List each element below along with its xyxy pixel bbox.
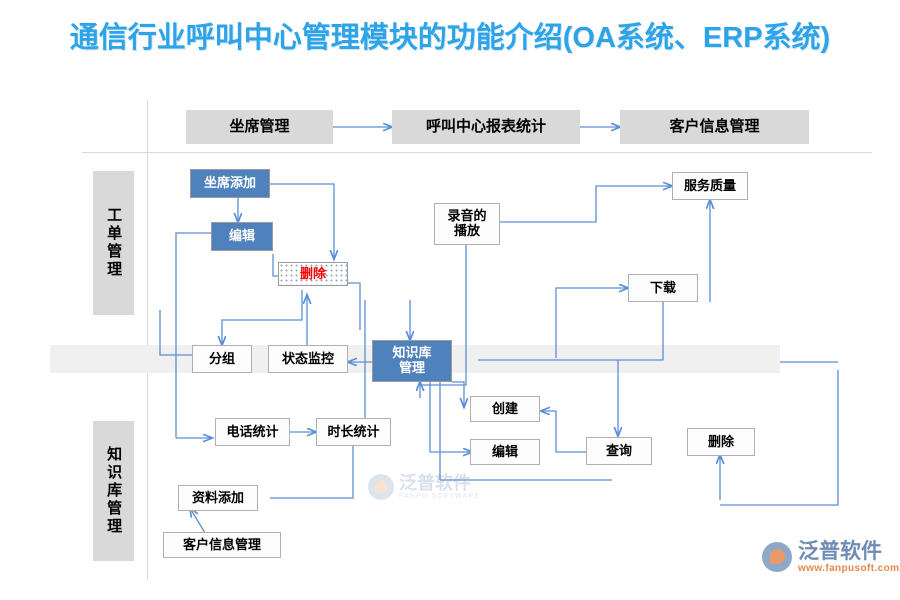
node-seat-delete[interactable]: 删除 bbox=[278, 262, 348, 286]
top-node-seat-management[interactable]: 坐席管理 bbox=[186, 110, 333, 144]
node-kb-edit[interactable]: 编辑 bbox=[470, 439, 540, 465]
node-kb-manage-line2: 管理 bbox=[398, 360, 425, 375]
top-node-callcenter-report[interactable]: 呼叫中心报表统计 bbox=[392, 110, 580, 144]
node-kb-manage[interactable]: 知识库 管理 bbox=[372, 340, 452, 382]
node-phone-stats[interactable]: 电话统计 bbox=[215, 418, 290, 446]
node-recording-playback[interactable]: 录音的 播放 bbox=[434, 203, 500, 245]
node-kb-manage-line1: 知识库 bbox=[392, 345, 432, 361]
sidebar-item-workorder[interactable]: 工单管理 bbox=[93, 171, 134, 315]
brand-logo: 泛普软件 www.fanpusoft.com bbox=[762, 540, 899, 574]
sidebar-item-knowledgebase[interactable]: 知识库管理 bbox=[93, 421, 134, 561]
node-group[interactable]: 分组 bbox=[192, 345, 252, 373]
divider-vertical-left bbox=[147, 100, 148, 580]
node-seat-add[interactable]: 坐席添加 bbox=[190, 169, 270, 198]
top-node-customer-info[interactable]: 客户信息管理 bbox=[620, 110, 809, 144]
brand-name: 泛普软件 bbox=[798, 540, 882, 563]
node-recording-playback-line2: 播放 bbox=[453, 223, 480, 238]
node-duration-stats[interactable]: 时长统计 bbox=[316, 418, 391, 446]
watermark-brand-en: FANPU SOFTWARE bbox=[399, 492, 481, 500]
node-service-quality[interactable]: 服务质量 bbox=[672, 172, 748, 200]
watermark-brand-cn: 泛普软件 bbox=[399, 472, 471, 493]
node-create[interactable]: 创建 bbox=[470, 396, 540, 422]
brand-logo-icon bbox=[762, 542, 792, 573]
watermark-logo-icon bbox=[368, 474, 394, 500]
brand-url: www.fanpusoft.com bbox=[798, 563, 900, 575]
node-kb-delete[interactable]: 删除 bbox=[687, 428, 755, 456]
divider-horizontal-top bbox=[82, 152, 872, 153]
node-recording-playback-line1: 录音的 bbox=[447, 208, 487, 224]
center-watermark: 泛普软件 FANPU SOFTWARE bbox=[368, 468, 518, 506]
node-customer-info[interactable]: 客户信息管理 bbox=[163, 532, 281, 558]
node-download[interactable]: 下载 bbox=[628, 274, 698, 302]
page-title: 通信行业呼叫中心管理模块的功能介绍(OA系统、ERP系统) bbox=[69, 22, 831, 54]
node-material-add[interactable]: 资料添加 bbox=[178, 485, 258, 511]
node-query[interactable]: 查询 bbox=[586, 437, 652, 465]
node-seat-edit[interactable]: 编辑 bbox=[211, 222, 273, 251]
node-status-monitor[interactable]: 状态监控 bbox=[268, 345, 348, 373]
